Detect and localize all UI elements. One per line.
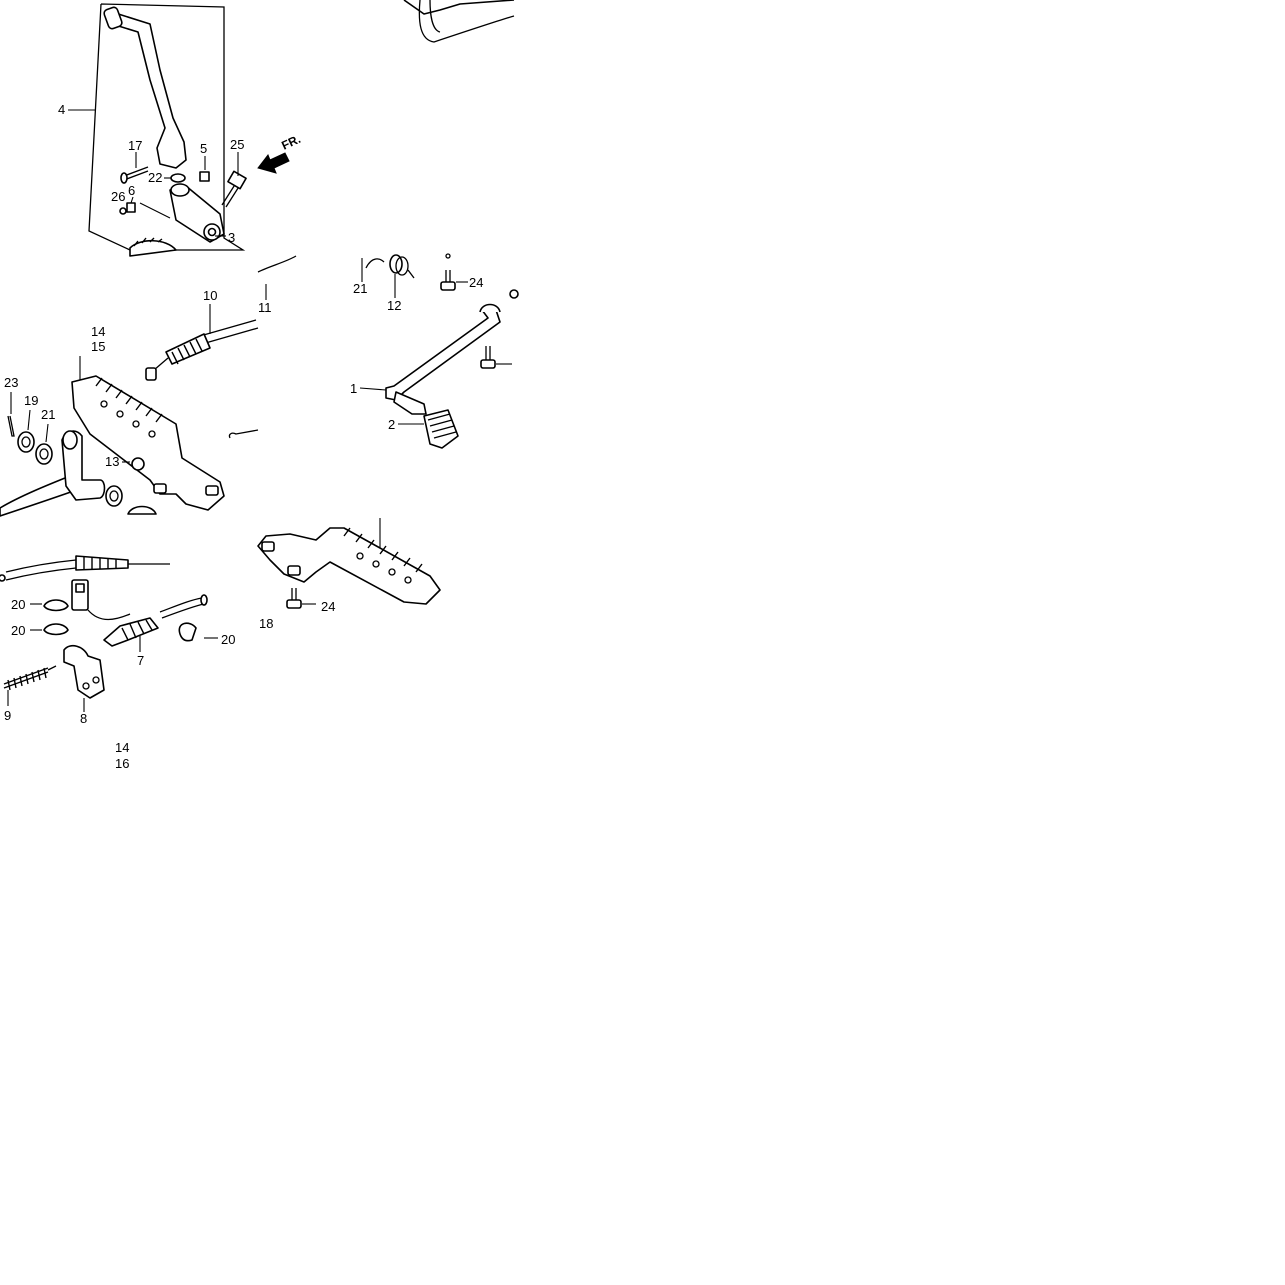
callout-20-c: 20	[221, 632, 235, 647]
callout-1: 1	[350, 381, 357, 396]
footpeg-left	[71, 356, 225, 511]
callout-14-bottom: 14	[115, 740, 129, 755]
callout-3: 3	[228, 230, 235, 245]
callout-19: 19	[24, 393, 38, 408]
clip-20-b	[30, 623, 69, 636]
footpeg-right	[257, 518, 441, 605]
bolt-17	[120, 166, 149, 184]
nut-5	[199, 171, 210, 182]
callout-17: 17	[128, 138, 142, 153]
brake-shaft-left	[0, 392, 157, 517]
nut-6	[126, 202, 136, 213]
pin-26	[119, 207, 127, 215]
callout-20-a: 20	[11, 597, 25, 612]
callout-24-lower: 24	[321, 599, 335, 614]
callout-22: 22	[148, 170, 162, 185]
callout-4: 4	[58, 102, 65, 117]
callout-20-b: 20	[11, 623, 25, 638]
kick-starter-group	[68, 3, 247, 251]
callout-23: 23	[4, 375, 18, 390]
callout-15: 15	[91, 339, 105, 354]
callout-16: 16	[115, 756, 129, 771]
clip-20-c	[178, 622, 218, 642]
washer-21	[35, 443, 53, 465]
pedal-tip-2	[398, 409, 459, 449]
washer-19	[17, 431, 35, 453]
bracket-8	[63, 644, 105, 712]
bolt-right	[480, 289, 519, 369]
callout-25: 25	[230, 137, 244, 152]
pin-center	[228, 429, 259, 439]
callout-18: 18	[259, 616, 273, 631]
callout-24-top: 24	[469, 275, 483, 290]
svg-text:FR.: FR.	[279, 132, 302, 153]
clip-20-a	[30, 599, 69, 612]
callout-5: 5	[200, 141, 207, 156]
bolt-24-top	[440, 270, 468, 291]
brake-pedal	[359, 303, 501, 415]
spring-9	[3, 665, 57, 706]
washer-22	[170, 173, 186, 183]
callout-12: 12	[387, 298, 401, 313]
cable-10	[145, 304, 259, 381]
callout-10: 10	[203, 288, 217, 303]
callout-26: 26	[111, 189, 125, 204]
front-arrow-icon: FR.	[257, 132, 303, 174]
spring-12	[361, 253, 451, 298]
callout-7: 7	[137, 653, 144, 668]
nut-13	[131, 457, 145, 471]
callout-13: 13	[105, 454, 119, 469]
callout-9: 9	[4, 708, 11, 723]
brake-switch-7	[71, 579, 208, 652]
kick-arm	[111, 11, 187, 169]
bolt-25	[221, 170, 247, 208]
callout-labels: 4 17 5 25 22 6 26 3 10 11 14 15 23 19 21…	[4, 102, 483, 771]
cotter-pin-23	[7, 415, 15, 437]
callout-21-right: 21	[353, 281, 367, 296]
callout-2: 2	[388, 417, 395, 432]
bolt-24-lower	[286, 588, 316, 609]
cable-11	[257, 255, 297, 273]
brake-cable-lower	[0, 555, 170, 582]
callout-11: 11	[258, 300, 272, 315]
callout-21-left: 21	[41, 407, 55, 422]
callout-6: 6	[128, 183, 135, 198]
callout-14-top: 14	[91, 324, 105, 339]
partial-part-top	[403, 0, 515, 43]
callout-8: 8	[80, 711, 87, 726]
